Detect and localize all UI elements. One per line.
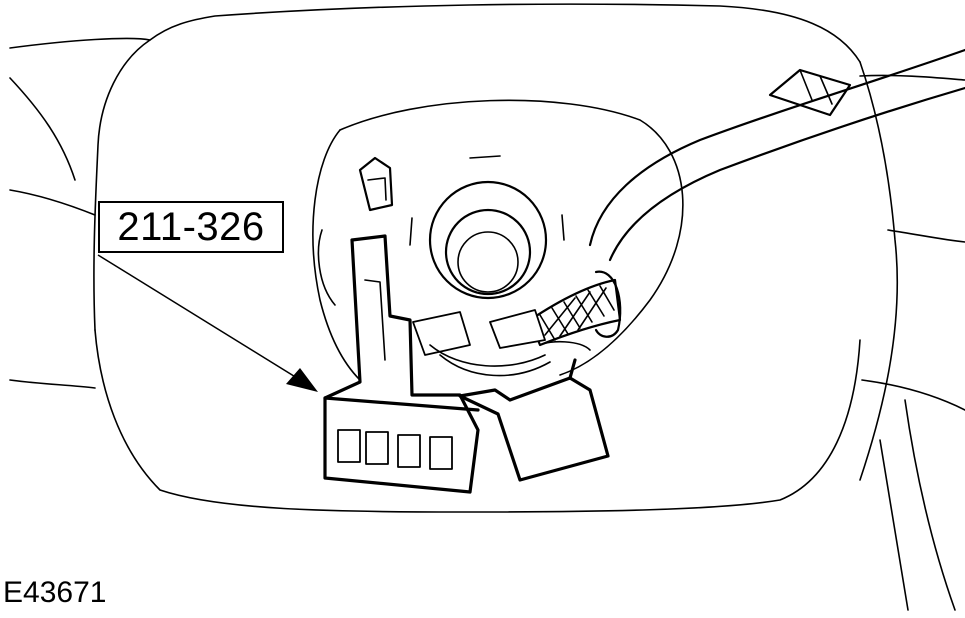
instrument-panel-outline [9,3,965,611]
wiring-harness [588,48,965,262]
arrowhead-icon [286,368,318,392]
retaining-clip [358,156,394,212]
figure-id: E43671 [3,576,107,609]
braided-harness [528,270,622,347]
small-connector [412,309,591,377]
highlighted-module [458,358,610,482]
highlighted-connector [323,234,480,494]
ignition-lock-cylinder [409,155,565,300]
callout-leader [97,254,318,392]
tool-callout-label: 211-326 [98,201,284,253]
